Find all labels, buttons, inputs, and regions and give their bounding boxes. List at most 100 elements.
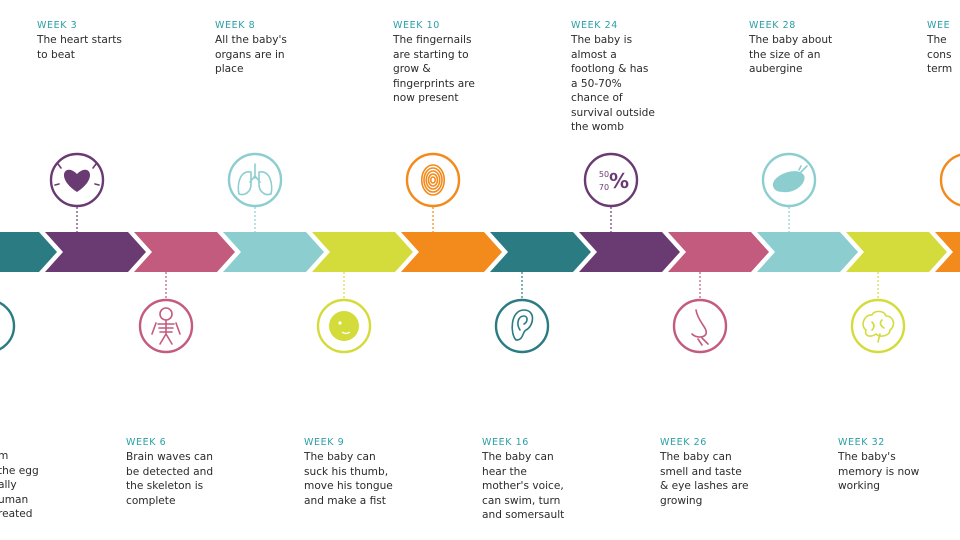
week-label: WEEK 28 <box>749 20 796 31</box>
brain-icon <box>850 298 906 354</box>
description-line: the womb <box>571 121 624 133</box>
fingerprint-icon <box>405 152 461 208</box>
description-line: uman <box>0 493 29 506</box>
milestone-description: The baby is almost a footlong & has a 50-70… <box>571 33 655 135</box>
description-line: to beat <box>37 48 75 61</box>
week-label: WEEK 8 <box>215 20 256 31</box>
description-line: The <box>927 34 947 46</box>
description-line: the egg <box>0 464 39 477</box>
description-line: mother's voice, <box>482 480 564 492</box>
arrow-segment <box>0 232 57 272</box>
week-label: WEEK 24 <box>571 20 618 31</box>
week-label: WEEK 10 <box>393 20 440 31</box>
description-line: term <box>927 63 953 75</box>
description-line: be detected and <box>126 465 214 478</box>
description-line: the skeleton is <box>126 480 204 492</box>
week-label: WEEK 26 <box>660 437 707 448</box>
nose-icon <box>672 298 728 354</box>
partial-icon <box>939 153 960 207</box>
description-line: smell and taste <box>660 465 742 478</box>
description-line: and make a fist <box>304 494 386 507</box>
week-label: WEEK 3 <box>37 20 78 31</box>
milestone-description: The baby can hear the mother's voice, can s… <box>482 450 564 523</box>
description-line: reated <box>0 508 33 520</box>
svg-text:%: % <box>609 169 629 193</box>
milestone-description: The heart starts to beat <box>37 33 122 62</box>
description-line: fingerprints are <box>393 77 475 90</box>
description-line: place <box>215 63 244 75</box>
description-line: a 50-70% <box>571 77 622 90</box>
description-line: The heart starts <box>37 34 122 46</box>
timeline-arrows <box>0 232 960 272</box>
description-line: ally <box>0 479 17 491</box>
baby-thumb-icon <box>316 298 372 354</box>
description-line: aubergine <box>749 63 803 75</box>
description-line: survival outside <box>571 106 655 119</box>
description-line: move his tongue <box>304 480 393 492</box>
week-label: WEEK 16 <box>482 437 529 448</box>
description-line: The baby can <box>304 451 376 463</box>
heart-icon <box>49 152 105 208</box>
week-label: WEEK 32 <box>838 437 885 448</box>
milestone-description: The baby about the size of an aubergine <box>749 33 832 77</box>
description-line: The baby can <box>660 451 732 463</box>
description-line: are starting to <box>393 48 469 61</box>
milestone-description: The baby's memory is now working <box>838 450 919 494</box>
arrow-segment <box>490 232 591 272</box>
milestone-description: The baby can smell and taste & eye lashes … <box>660 450 749 508</box>
milestone-description: m the egg ally uman reated <box>0 449 39 522</box>
description-line: The baby can <box>482 451 554 463</box>
milestone-description: The cons term <box>927 33 952 77</box>
description-line: almost a <box>571 48 617 61</box>
description-line: The baby's <box>838 451 896 463</box>
description-line: The baby about <box>749 34 833 46</box>
description-line: complete <box>126 494 176 507</box>
svg-text:70: 70 <box>599 183 609 192</box>
description-line: suck his thumb, <box>304 465 389 478</box>
arrow-segment <box>223 232 324 272</box>
arrow-segment <box>757 232 858 272</box>
percent-icon: 50 70% <box>583 152 639 208</box>
arrow-segment <box>935 232 960 272</box>
description-line: & eye lashes are <box>660 480 749 492</box>
description-line: hear the <box>482 465 527 478</box>
timeline-icons: 50 70% <box>0 152 960 354</box>
week-label: WEE <box>927 20 951 31</box>
description-line: the size of an <box>749 48 821 61</box>
week-label: WEEK 6 <box>126 437 167 448</box>
arrow-segment <box>45 232 146 272</box>
description-line: can swim, turn <box>482 494 561 507</box>
description-line: cons <box>927 48 952 61</box>
timeline-connectors <box>76 207 879 299</box>
description-line: footlong & has <box>571 63 649 75</box>
arrow-segment <box>401 232 502 272</box>
description-line: memory is now <box>838 465 920 478</box>
description-line: All the baby's <box>215 34 287 46</box>
milestone-description: The fingernails are starting to grow & fing… <box>393 33 475 106</box>
description-line: growing <box>660 494 703 507</box>
arrow-segment <box>668 232 769 272</box>
week-label: WEEK 9 <box>304 437 345 448</box>
embryo-icon <box>0 301 16 351</box>
description-line: m <box>0 450 9 462</box>
arrow-segment <box>579 232 680 272</box>
lungs-icon <box>227 152 283 208</box>
description-line: working <box>838 480 881 492</box>
description-line: now present <box>393 92 459 104</box>
ear-icon <box>494 298 550 354</box>
description-line: grow & <box>393 63 431 75</box>
arrow-segment <box>134 232 235 272</box>
description-line: The fingernails <box>393 34 472 46</box>
description-line: The baby is <box>571 34 633 46</box>
aubergine-icon <box>761 152 817 208</box>
milestone-description: The baby can suck his thumb, move his tong… <box>304 450 393 508</box>
description-line: and somersault <box>482 509 565 521</box>
svg-text:50: 50 <box>599 170 609 179</box>
description-line: Brain waves can <box>126 451 214 463</box>
skeleton-icon <box>138 298 194 354</box>
arrow-segment <box>846 232 947 272</box>
arrow-segment <box>312 232 413 272</box>
description-line: chance of <box>571 92 623 104</box>
